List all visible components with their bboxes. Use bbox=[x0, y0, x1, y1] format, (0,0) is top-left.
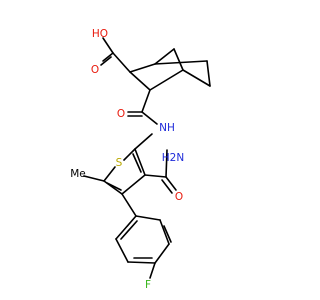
methyl-group: Me bbox=[70, 168, 105, 182]
bond-c3-amide-c bbox=[141, 89, 151, 113]
bond-c3-carboxamide-c bbox=[144, 174, 167, 178]
amide-linker: O NH bbox=[117, 89, 175, 150]
canvas-background bbox=[0, 0, 300, 300]
bond-n-thiophene bbox=[134, 133, 153, 150]
bond-c7-c4 bbox=[173, 48, 184, 71]
bond-c5-methyl bbox=[83, 175, 105, 182]
thiophene-ring: S bbox=[103, 148, 146, 195]
bond-c1-c6 bbox=[154, 60, 208, 65]
bond-carboxamide-c-n bbox=[165, 149, 168, 178]
bond-c3-c2 bbox=[134, 148, 146, 176]
bond-c2-c1 bbox=[129, 63, 156, 73]
bond-ph-c2-c3 bbox=[159, 219, 170, 245]
bond-c-o-double-2 bbox=[100, 56, 112, 66]
bond-amide-c-n bbox=[141, 111, 158, 125]
bond-thiophene-phenyl bbox=[121, 193, 137, 217]
bond-c1-c7 bbox=[154, 48, 175, 65]
hydroxyl-label: HO bbox=[92, 28, 108, 40]
fluorophenyl-ring bbox=[115, 193, 172, 264]
bond-ph-c6-c1 bbox=[115, 215, 137, 240]
bond-carboxamide-c-o-2 bbox=[161, 179, 173, 194]
bond-c4-c3 bbox=[149, 69, 184, 91]
fluorine-label: F bbox=[145, 279, 151, 291]
molecule-structure: HO O O NH S Me bbox=[0, 0, 300, 300]
bond-ph-c1-c2 bbox=[135, 215, 161, 221]
bond-ph-c2-c3-inner bbox=[163, 225, 172, 243]
bond-ph-c3-c4 bbox=[154, 243, 170, 264]
acid-carbonyl-oxygen-label: O bbox=[91, 64, 99, 76]
bond-s-c5 bbox=[103, 166, 116, 182]
bond-c4-f bbox=[149, 262, 156, 279]
bond-c-oh bbox=[102, 37, 114, 54]
bond-c5-c4 bbox=[182, 69, 211, 87]
carboxamide-nh2-label: H2N bbox=[162, 152, 184, 164]
bond-ph-c4-c5 bbox=[127, 261, 156, 264]
fluorine-substituent: F bbox=[145, 262, 156, 291]
bond-ph-c5-c6 bbox=[115, 238, 129, 263]
bond-c4-c3 bbox=[121, 174, 146, 195]
carboxamide-group: H2N O bbox=[144, 149, 184, 203]
carboxamide-oxygen-label: O bbox=[175, 191, 183, 203]
bond-ph-c6-c1-inner bbox=[120, 220, 138, 240]
bond-c-cooh bbox=[112, 52, 131, 73]
amide-nh-label: NH bbox=[159, 122, 175, 134]
carboxylic-acid-group: HO O bbox=[91, 28, 131, 76]
bond-c2-s bbox=[123, 148, 136, 161]
bond-c6-c5 bbox=[206, 60, 211, 87]
norbornane-cage bbox=[129, 48, 211, 91]
bond-c-o-double bbox=[102, 52, 114, 62]
bond-carboxamide-c-o bbox=[165, 176, 177, 191]
bond-c3-c2 bbox=[129, 71, 151, 91]
amide-carbonyl-oxygen-label: O bbox=[117, 108, 125, 120]
bond-c3-c2-inner bbox=[132, 153, 142, 173]
methyl-label: Me bbox=[70, 168, 86, 180]
thiophene-sulfur-label: S bbox=[116, 157, 123, 169]
bond-c5-c4-inner bbox=[106, 182, 122, 191]
